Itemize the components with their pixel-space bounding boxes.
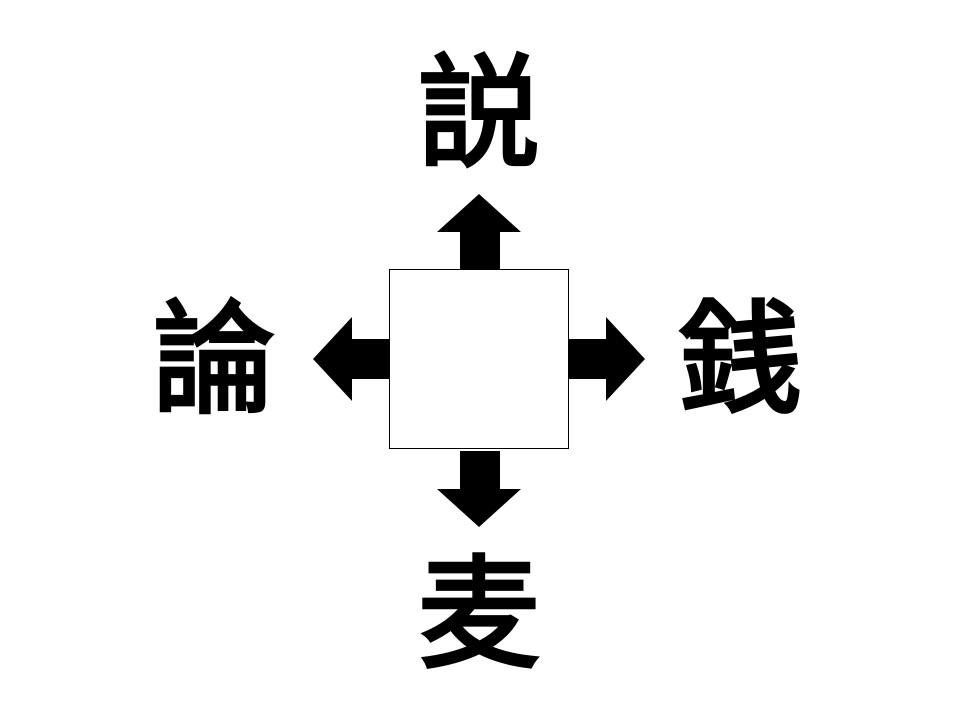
arrow-up-icon <box>437 194 521 269</box>
answer-box[interactable] <box>389 269 569 449</box>
top-kanji: 説 <box>418 43 540 185</box>
left-kanji: 論 <box>153 289 275 431</box>
bottom-kanji: 麦 <box>418 544 540 686</box>
right-kanji: 銭 <box>679 289 801 431</box>
arrow-down-icon <box>437 451 521 527</box>
arrow-right-icon <box>569 317 645 401</box>
arrow-left-icon <box>313 317 389 401</box>
